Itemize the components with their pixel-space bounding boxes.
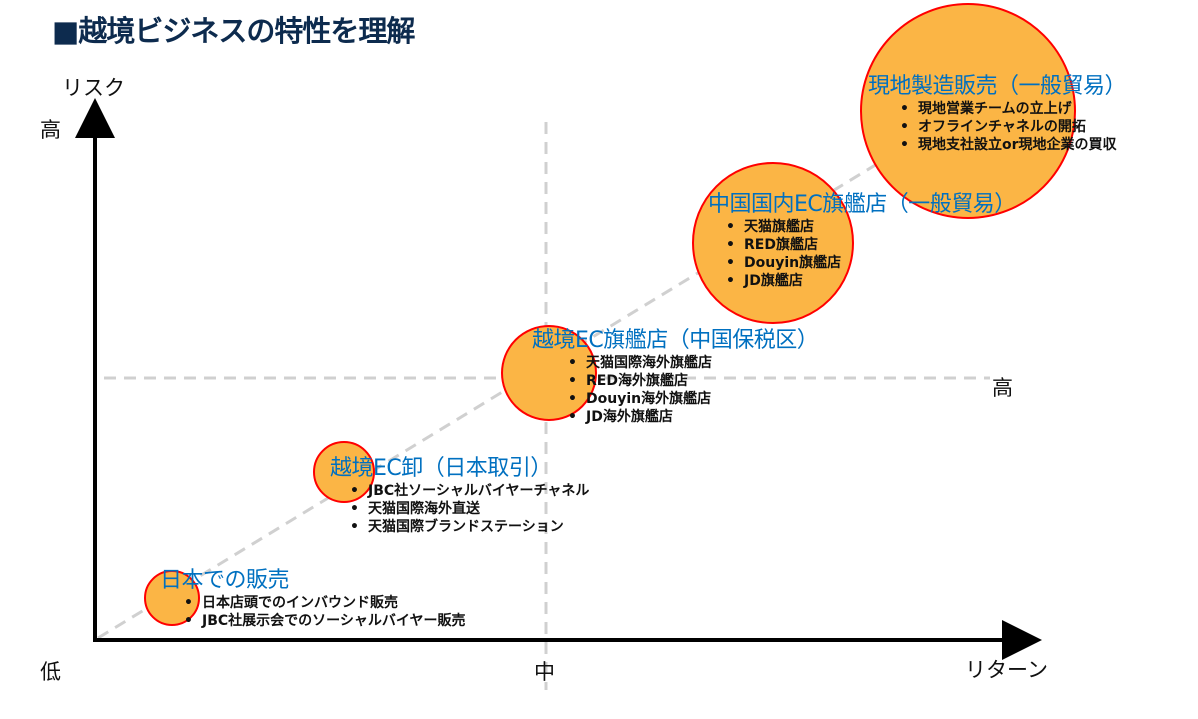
list-item: RED旗艦店 (722, 236, 1016, 254)
group-cross-border-flagship: 越境EC旗艦店（中国保税区） 天猫国際海外旗艦店 RED海外旗艦店 Douyin… (532, 322, 819, 426)
list-item: 天猫国際海外旗艦店 (564, 354, 818, 372)
list-item: 天猫国際海外直送 (346, 500, 589, 518)
list-item: JD旗艦店 (722, 272, 1016, 290)
list-item: オフラインチャネルの開拓 (896, 118, 1126, 136)
list-item: 現地営業チームの立上げ (896, 100, 1126, 118)
list-item: RED海外旗艦店 (564, 372, 818, 390)
group-title: 越境EC旗艦店（中国保税区） (532, 328, 819, 353)
page-title: ■越境ビジネスの特性を理解 (52, 14, 415, 48)
list-item: JD海外旗艦店 (564, 408, 818, 426)
list-item: Douyin海外旗艦店 (564, 390, 818, 408)
list-item: JBC社ソーシャルバイヤーチャネル (346, 482, 589, 500)
x-axis-label: リターン (965, 658, 1048, 682)
y-axis-label: リスク (62, 76, 125, 100)
x-mid-label: 中 (534, 660, 555, 684)
list-item: 日本店頭でのインバウンド販売 (180, 594, 465, 612)
origin-low-label: 低 (40, 660, 61, 684)
group-title: 越境EC卸（日本取引） (330, 456, 552, 481)
group-title: 日本での販売 (160, 568, 290, 593)
list-item: 天猫国際ブランドステーション (346, 518, 589, 536)
group-japan-sales: 日本での販売 日本店頭でのインバウンド販売 JBC社展示会でのソーシャルバイヤー… (160, 562, 465, 630)
x-high-label: 高 (992, 376, 1013, 400)
y-high-label: 高 (40, 118, 61, 142)
group-china-domestic-ec: 中国国内EC旗艦店（一般貿易） 天猫旗艦店 RED旗艦店 Douyin旗艦店 J… (708, 186, 1016, 290)
group-title: 中国国内EC旗艦店（一般貿易） (708, 192, 1016, 217)
list-item: Douyin旗艦店 (722, 254, 1016, 272)
group-local-manufacturing: 現地製造販売（一般貿易） 現地営業チームの立上げ オフラインチャネルの開拓 現地… (868, 68, 1127, 154)
group-title: 現地製造販売（一般貿易） (868, 74, 1127, 99)
list-item: 天猫旗艦店 (722, 218, 1016, 236)
list-item: 現地支社設立or現地企業の買収 (896, 136, 1126, 154)
group-cross-border-wholesale: 越境EC卸（日本取引） JBC社ソーシャルバイヤーチャネル 天猫国際海外直送 天… (330, 450, 589, 536)
list-item: JBC社展示会でのソーシャルバイヤー販売 (180, 612, 465, 630)
